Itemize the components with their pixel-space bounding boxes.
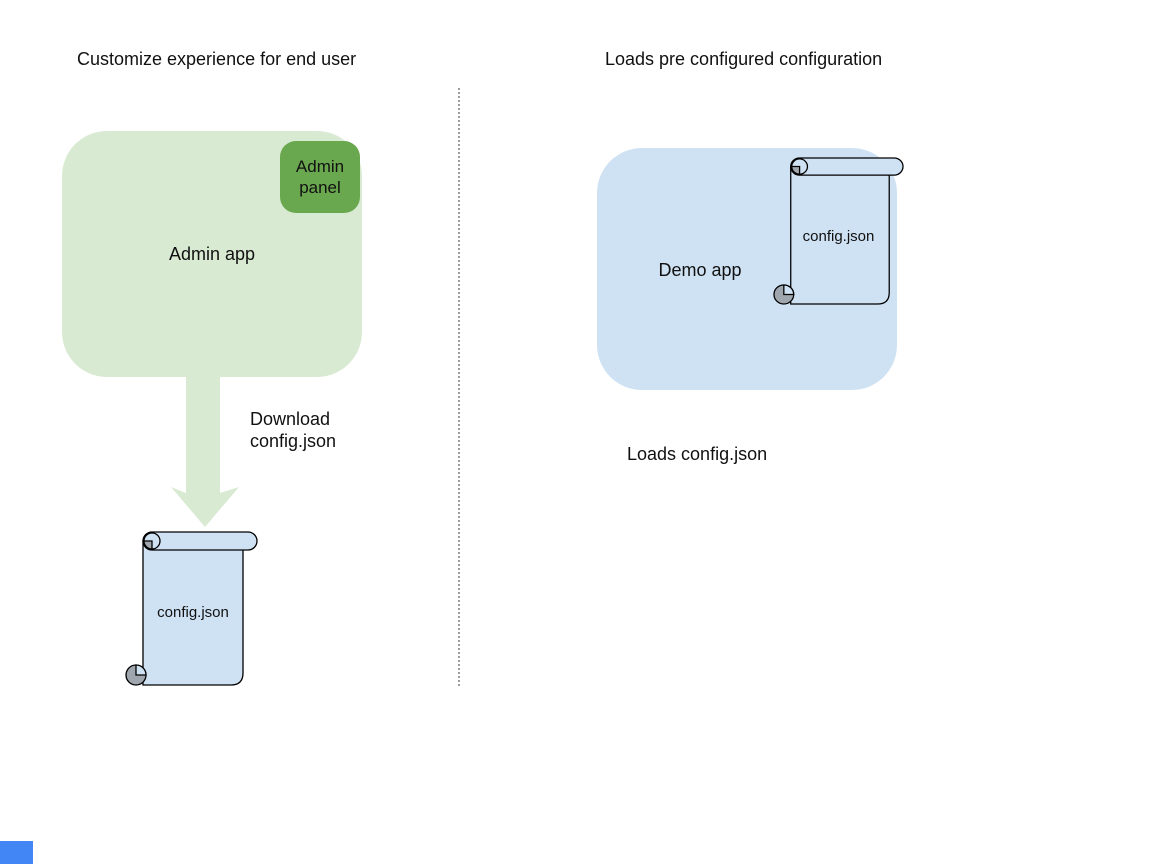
admin-panel-shape: Admin panel — [280, 141, 360, 213]
download-arrow-label: Download config.json — [250, 409, 337, 451]
left-section-title: Customize experience for end user — [77, 49, 357, 69]
scroll-shape-icon — [125, 531, 258, 686]
section-divider — [458, 88, 460, 686]
config-scroll-right-label: config.json — [802, 228, 875, 245]
config-scroll-left: config.json — [125, 531, 258, 686]
scroll-shape-icon — [773, 157, 904, 305]
admin-app-label: Admin app — [168, 243, 256, 264]
config-scroll-right: config.json — [773, 157, 904, 305]
loads-config-caption: Loads config.json — [627, 444, 768, 464]
download-arrow-icon — [171, 377, 239, 527]
bottom-left-blue-square — [0, 841, 33, 864]
demo-app-label: Demo app — [658, 260, 742, 280]
config-scroll-left-label: config.json — [157, 604, 229, 621]
right-section-title: Loads pre configured configuration — [605, 49, 883, 69]
admin-panel-label: Admin panel — [295, 157, 345, 197]
